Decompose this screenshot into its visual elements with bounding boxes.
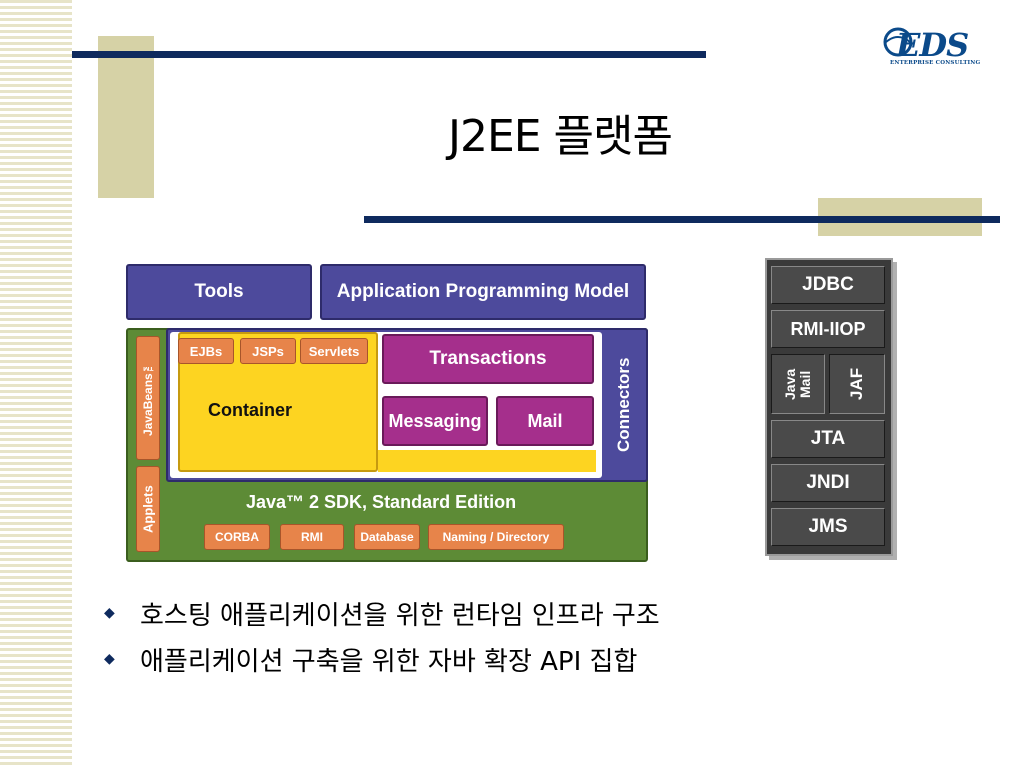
rmi-box: RMI — [280, 524, 344, 550]
stack-jaf: JAF — [829, 354, 885, 414]
bottom-rule — [364, 216, 1000, 223]
decorative-tan-block-left — [98, 36, 154, 198]
corba-box: CORBA — [204, 524, 270, 550]
diamond-bullet-icon: ◆ — [104, 651, 115, 667]
stack-jndi: JNDI — [771, 464, 885, 502]
slide-title: J2EE 플랫폼 — [448, 111, 673, 162]
stack-jdbc: JDBC — [771, 266, 885, 304]
eds-logo: EDS ENTERPRISE CONSULTING — [878, 22, 984, 72]
database-box: Database — [354, 524, 420, 550]
ejbs-box: EJBs — [178, 338, 234, 364]
sdk-label: Java™ 2 SDK, Standard Edition — [246, 492, 517, 512]
j2ee-api-stack: JDBC RMI-IIOP Java Mail JAF JTA JNDI JMS — [765, 258, 893, 556]
j2ee-architecture-diagram: Tools Application Programming Model Java… — [126, 264, 648, 562]
logo-globe-icon — [883, 27, 913, 57]
decorative-stripes — [0, 0, 72, 768]
tools-box: Tools — [126, 264, 312, 320]
logo-text: EDS — [896, 26, 969, 64]
stack-jta: JTA — [771, 420, 885, 458]
bullet-item: ◆ 애플리케이션 구축을 위한 자바 확장 API 집합 — [104, 636, 660, 682]
mail-box: Mail — [496, 396, 594, 446]
bullet-text: 애플리케이션 구축을 위한 자바 확장 API 집합 — [140, 646, 638, 677]
diamond-bullet-icon: ◆ — [104, 605, 115, 621]
servlets-box: Servlets — [300, 338, 368, 364]
bullet-item: ◆ 호스팅 애플리케이션을 위한 런타임 인프라 구조 — [104, 590, 660, 636]
stack-jms: JMS — [771, 508, 885, 546]
transactions-box: Transactions — [382, 334, 594, 384]
jsps-box: JSPs — [240, 338, 296, 364]
javabeans-box: JavaBeans™ — [136, 336, 160, 460]
container-label: Container — [208, 400, 293, 420]
application-programming-model-box: Application Programming Model — [320, 264, 646, 320]
logo-subtitle: ENTERPRISE CONSULTING — [890, 60, 981, 66]
top-rule — [72, 51, 706, 58]
bullet-list: ◆ 호스팅 애플리케이션을 위한 런타임 인프라 구조 ◆ 애플리케이션 구축을… — [104, 590, 660, 682]
messaging-box: Messaging — [382, 396, 488, 446]
bullet-text: 호스팅 애플리케이션을 위한 런타임 인프라 구조 — [140, 600, 660, 631]
connectors-label: Connectors — [614, 357, 633, 453]
stack-rmi-iiop: RMI-IIOP — [771, 310, 885, 348]
applets-box: Applets — [136, 466, 160, 552]
container-yellow-extension — [378, 450, 596, 472]
naming-directory-box: Naming / Directory — [428, 524, 564, 550]
stack-java-mail: Java Mail — [771, 354, 825, 414]
